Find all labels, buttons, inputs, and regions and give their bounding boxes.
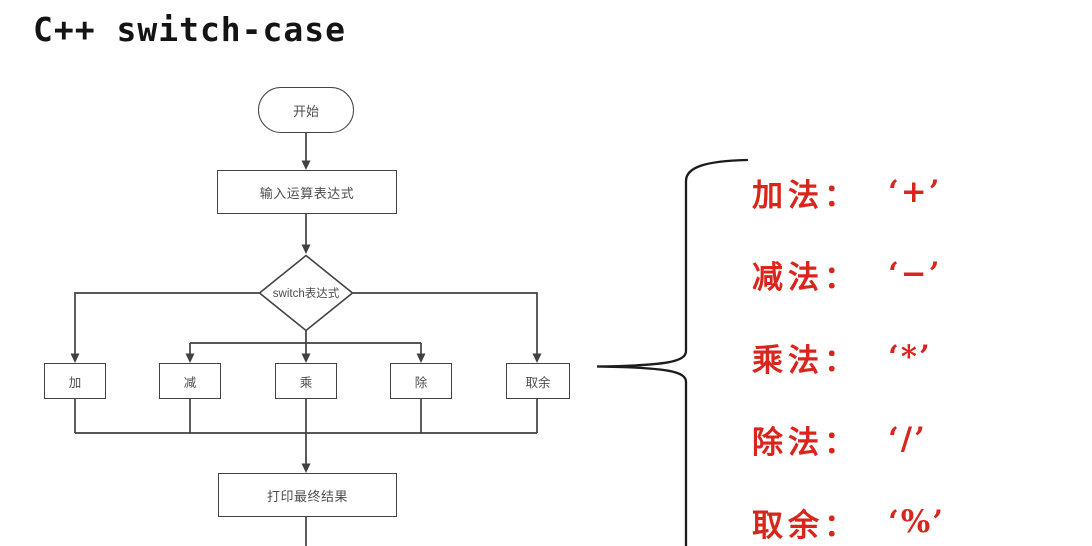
flow-node-switch-label: switch表达式 bbox=[272, 288, 340, 300]
legend-modulo-label: 取余： bbox=[752, 507, 860, 544]
connector-lines bbox=[74, 133, 538, 546]
legend-subtraction-symbol: ‘−’ bbox=[888, 256, 942, 292]
legend-row-addition: 加法： ‘+’ bbox=[752, 170, 942, 214]
case-modulo-label: 取余 bbox=[525, 375, 551, 390]
page-title: C++ switch-case bbox=[33, 10, 347, 49]
flow-node-start: 开始 bbox=[258, 87, 354, 133]
flow-node-print-result: 打印最终结果 bbox=[218, 473, 397, 517]
case-subtract-label: 减 bbox=[183, 375, 197, 390]
legend-row-subtraction: 减法： ‘−’ bbox=[752, 252, 942, 296]
curly-brace-icon bbox=[596, 158, 749, 546]
legend-subtraction-label: 减法： bbox=[752, 259, 860, 296]
flow-node-input-expression: 输入运算表达式 bbox=[217, 170, 397, 214]
legend-division-label: 除法： bbox=[752, 424, 860, 461]
legend-division-symbol: ‘/’ bbox=[888, 421, 927, 457]
legend-addition-label: 加法： bbox=[752, 177, 860, 214]
diamond-shape bbox=[258, 254, 354, 332]
legend-row-modulo: 取余： ‘%’ bbox=[752, 500, 945, 544]
flow-node-input-label: 输入运算表达式 bbox=[259, 185, 355, 201]
case-divide-label: 除 bbox=[414, 375, 428, 390]
flow-node-case-multiply: 乘 bbox=[275, 363, 337, 399]
flow-node-case-divide: 除 bbox=[390, 363, 452, 399]
case-add-label: 加 bbox=[68, 375, 82, 390]
legend-addition-symbol: ‘+’ bbox=[888, 174, 942, 210]
flow-node-case-add: 加 bbox=[44, 363, 106, 399]
flow-node-switch-decision: switch表达式 bbox=[258, 254, 354, 332]
legend-row-multiplication: 乘法： ‘*’ bbox=[752, 335, 932, 379]
case-multiply-label: 乘 bbox=[299, 375, 313, 390]
flow-node-case-subtract: 减 bbox=[159, 363, 221, 399]
legend-modulo-symbol: ‘%’ bbox=[888, 504, 946, 540]
legend-multiplication-label: 乘法： bbox=[752, 342, 860, 379]
legend-multiplication-symbol: ‘*’ bbox=[888, 339, 932, 375]
flow-node-start-label: 开始 bbox=[292, 103, 319, 119]
flow-node-case-modulo: 取余 bbox=[506, 363, 570, 399]
legend-row-division: 除法： ‘/’ bbox=[752, 417, 927, 461]
flow-node-print-label: 打印最终结果 bbox=[266, 488, 348, 504]
